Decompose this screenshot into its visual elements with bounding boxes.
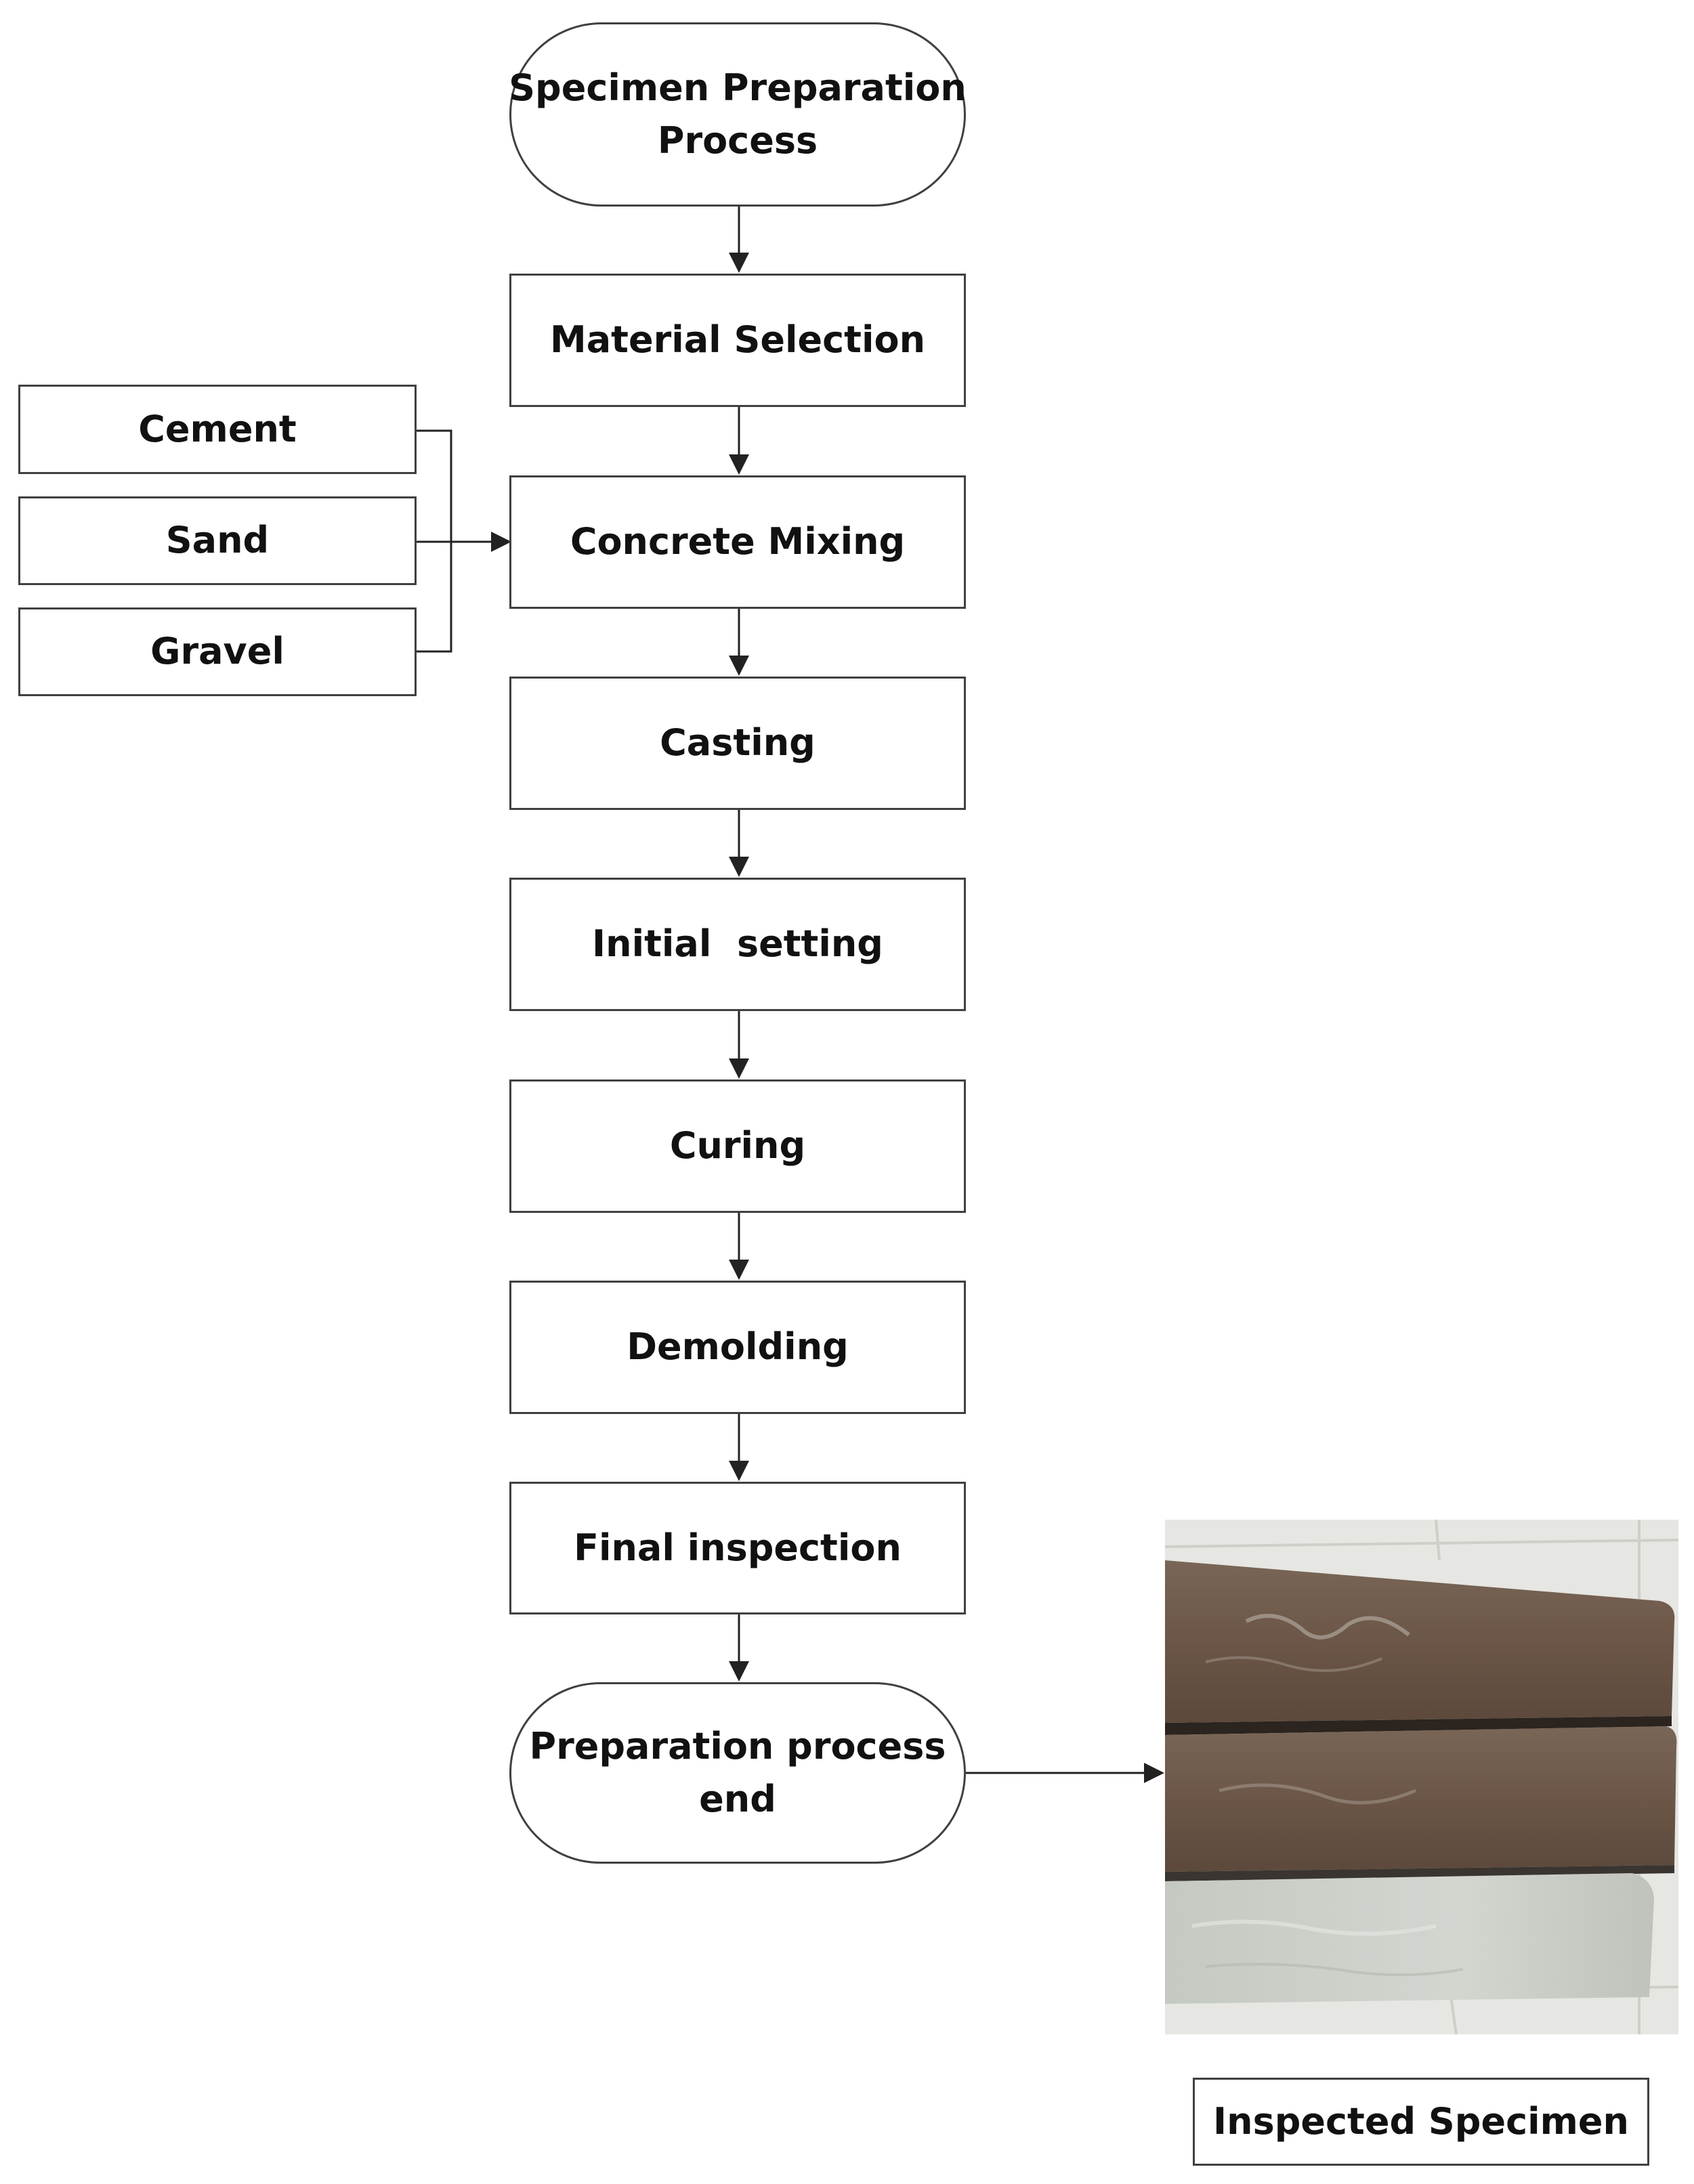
material-sand: Sand [18, 496, 417, 585]
step-demolding-label: Demolding [627, 1325, 849, 1369]
step-casting-label: Casting [660, 721, 816, 765]
step-casting: Casting [509, 677, 966, 810]
gravel-connector [417, 542, 452, 653]
step-material-selection-label: Material Selection [549, 318, 926, 362]
step-demolding: Demolding [509, 1281, 966, 1414]
specimen-photo [1165, 1520, 1678, 2034]
specimen-caption-box: Inspected Specimen [1193, 2078, 1649, 2166]
material-cement: Cement [18, 385, 417, 474]
step-final-inspection: Final inspection [509, 1482, 966, 1614]
step-concrete-mixing: Concrete Mixing [509, 475, 966, 609]
end-label: Preparation process end [529, 1724, 946, 1820]
start-terminal: Specimen Preparation Process [509, 22, 967, 207]
material-sand-label: Sand [165, 519, 270, 562]
step-curing-label: Curing [669, 1124, 806, 1168]
material-gravel-label: Gravel [150, 630, 284, 673]
start-label: Specimen Preparation Process [509, 66, 967, 162]
cement-connector [417, 429, 452, 542]
step-initial-setting: Initial setting [509, 878, 966, 1011]
specimen-illustration [1165, 1520, 1678, 2034]
material-gravel: Gravel [18, 607, 417, 696]
specimen-caption: Inspected Specimen [1213, 2099, 1629, 2143]
step-curing: Curing [509, 1079, 966, 1213]
material-cement-label: Cement [138, 407, 297, 450]
step-initial-setting-label: Initial setting [592, 922, 883, 966]
end-terminal: Preparation process end [509, 1682, 966, 1864]
step-final-inspection-label: Final inspection [574, 1526, 902, 1569]
step-concrete-mixing-label: Concrete Mixing [570, 520, 906, 563]
step-material-selection: Material Selection [509, 274, 966, 407]
